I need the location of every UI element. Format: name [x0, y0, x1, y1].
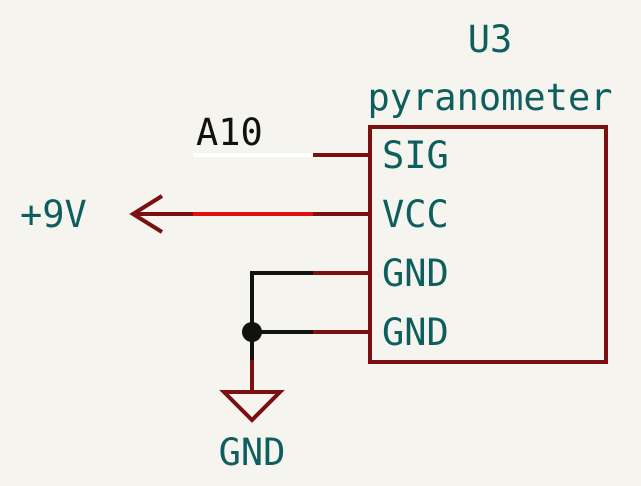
- component-body[interactable]: [368, 125, 608, 364]
- pin-name-gnd-1: GND: [382, 252, 449, 295]
- component-reference[interactable]: U3: [468, 18, 513, 61]
- component-value[interactable]: pyranometer: [367, 76, 612, 119]
- ground-symbol-icon[interactable]: [219, 390, 285, 423]
- pin-name-sig: SIG: [382, 134, 449, 177]
- ground-label[interactable]: GND: [219, 431, 286, 474]
- power-label-9v[interactable]: +9V: [20, 193, 87, 236]
- net-label-a10[interactable]: A10: [196, 111, 263, 154]
- wire-gnd-1[interactable]: [250, 271, 313, 332]
- junction-dot[interactable]: [242, 322, 262, 342]
- pin-name-gnd-2: GND: [382, 311, 449, 354]
- power-arrow-icon[interactable]: [129, 194, 164, 234]
- pin-name-vcc: VCC: [382, 193, 449, 236]
